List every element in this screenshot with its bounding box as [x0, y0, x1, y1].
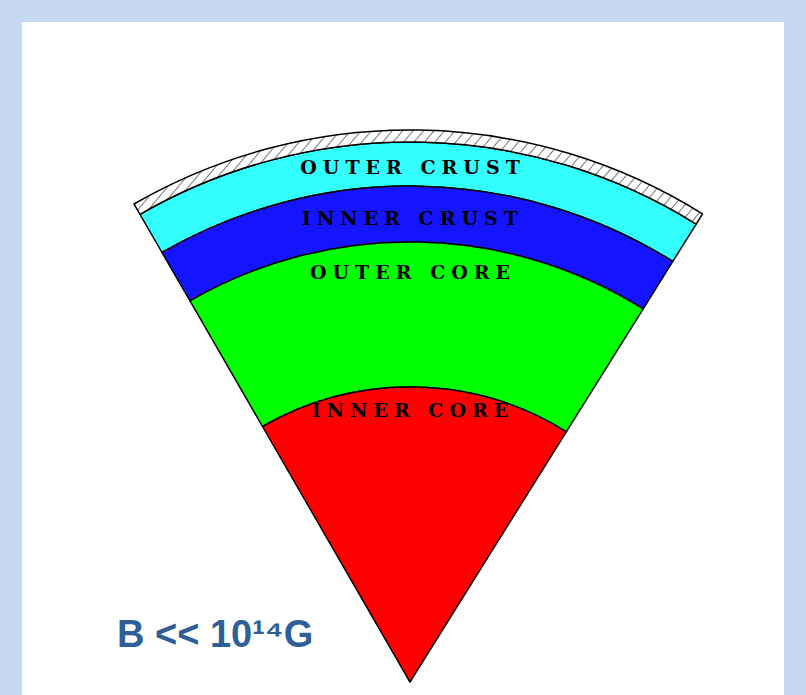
label-holder: B << 10¹⁴G	[117, 614, 313, 656]
field-strength-label: B << 10¹⁴G	[117, 614, 313, 656]
layer-name: OUTER CRUST	[300, 157, 526, 178]
layer-name: INNER CORE	[312, 400, 514, 421]
layer-name: OUTER CORE	[310, 262, 516, 283]
layer-name: INNER CRUST	[302, 208, 524, 229]
band-fill	[190, 242, 643, 432]
